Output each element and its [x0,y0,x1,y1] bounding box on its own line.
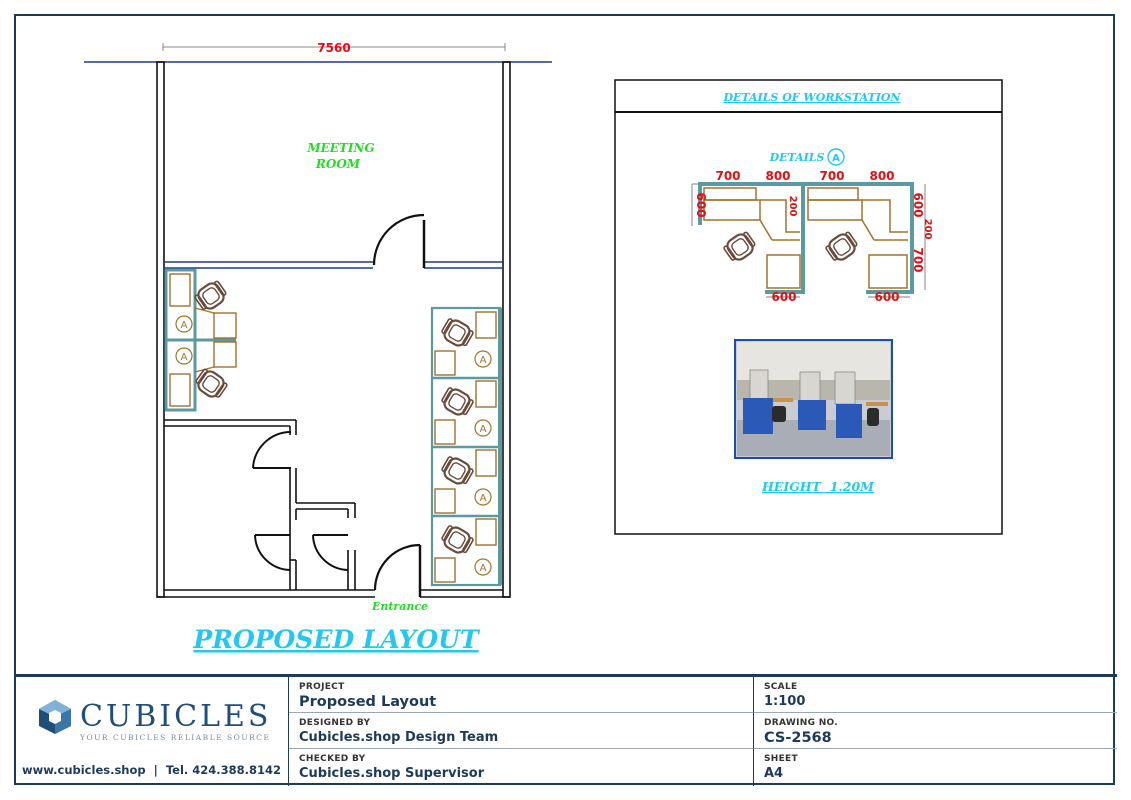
workstation-tag: A [480,355,487,366]
sheet-value: A4 [764,766,784,781]
logo-area: CUBICLES YOUR CUBICLES RELIABLE SOURCE w… [14,677,289,786]
checked-caption: CHECKED BY [299,754,366,764]
checked-cell: CHECKED BY Cubicles.shop Supervisor [289,749,754,786]
logo: CUBICLES [38,699,271,735]
drawing-number-cell: DRAWING NO. CS-2568 [754,713,1117,749]
brand-tagline: YOUR CUBICLES RELIABLE SOURCE [80,733,271,742]
dim-right-a: 600 [911,192,925,217]
details-tag-circle [827,148,845,166]
scale-caption: SCALE [764,682,798,692]
contact-info: www.cubicles.shop | Tel. 424.388.8142 [22,763,282,777]
left-workstation-tags: A A [175,315,193,365]
meeting-room-wall [164,213,503,269]
brand-name: CUBICLES [80,699,272,734]
drawing-value: CS-2568 [764,730,832,746]
title-block: CUBICLES YOUR CUBICLES RELIABLE SOURCE w… [14,674,1117,786]
small-rooms [164,419,356,590]
workstation-tag: A [480,424,487,435]
height-note: HEIGHT 1.20M [761,479,875,494]
right-workstation-column [430,306,502,587]
designed-value: Cubicles.shop Design Team [299,730,499,745]
designed-cell: DESIGNED BY Cubicles.shop Design Team [289,713,754,749]
sheet-border [14,14,1115,785]
overall-dimension-line [162,43,506,51]
sheet-caption: SHEET [764,754,798,764]
dim-w3: 700 [819,169,844,183]
details-label: DETAILS [769,151,825,164]
dim-w4: 800 [869,169,894,183]
overall-dimension-value: 7560 [317,41,350,55]
workstation-tag: A [480,493,487,504]
room-doors [252,430,422,597]
workstation-tag: A [181,352,188,363]
cubicle-photo [734,339,893,459]
workstation-tag: A [480,563,487,574]
right-workstation-tags: A A A A [474,350,492,576]
drawing-caption: DRAWING NO. [764,718,838,728]
meeting-room-label: MEETING [306,141,374,155]
dim-mid-a: 200 [787,196,798,217]
dim-right-b: 700 [911,247,925,272]
dim-w2: 800 [765,169,790,183]
scale-cell: SCALE 1:100 [754,677,1117,713]
details-panel: DETAILS OF WORKSTATION DETAILS A [614,79,1003,535]
workstation-tag: A [181,320,188,331]
meeting-room-label-2: ROOM [315,157,361,171]
designed-caption: DESIGNED BY [299,718,371,728]
outer-walls [156,61,511,598]
project-cell: PROJECT Proposed Layout [289,677,754,713]
project-value: Proposed Layout [299,694,437,710]
dim-bottom-2: 600 [874,290,899,304]
project-caption: PROJECT [299,682,345,692]
dim-d-left: 600 [694,192,708,217]
dim-bottom-1: 600 [771,290,796,304]
scale-value: 1:100 [764,694,806,709]
details-header: DETAILS OF WORKSTATION [723,91,902,104]
cube-logo-icon [39,700,71,734]
entrance-label: Entrance [371,600,428,613]
workstation-detail-drawing [691,182,926,298]
layout-title: PROPOSED LAYOUT [192,625,481,654]
floor-plan: 7560 [84,41,552,654]
dim-w1: 700 [715,169,740,183]
checked-value: Cubicles.shop Supervisor [299,766,485,781]
sheet-cell: SHEET A4 [754,749,1117,786]
detail-dimensions: 700 800 700 800 600 200 600 200 700 600 … [694,169,933,304]
details-tag: A [832,153,840,164]
dim-mid-b: 200 [922,219,933,240]
left-workstation-cluster [164,268,237,412]
